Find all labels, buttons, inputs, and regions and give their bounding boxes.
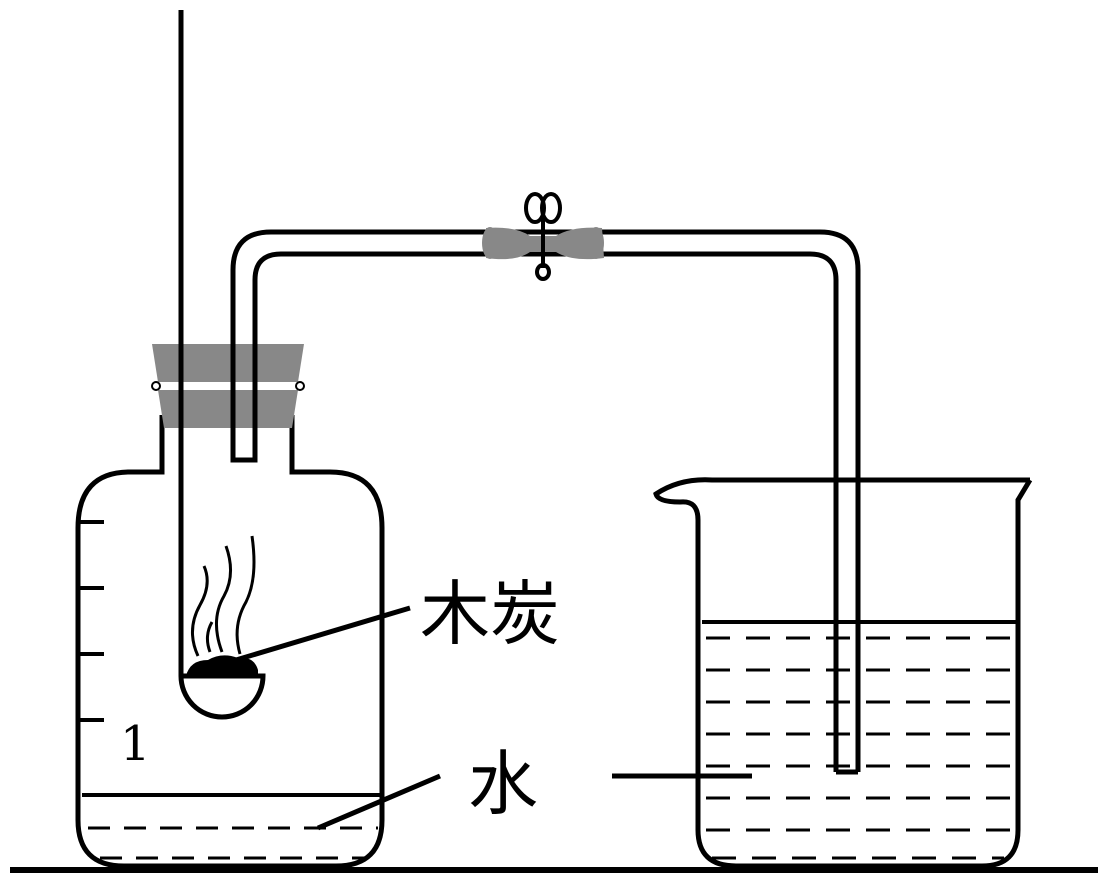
bottle-outline <box>75 415 385 869</box>
bottle-scale-ticks <box>80 520 104 722</box>
spring-clamp-icon <box>524 192 562 281</box>
combustion-spoon <box>178 10 266 720</box>
beaker-outline <box>653 477 1033 869</box>
water-label: 水 <box>468 743 538 825</box>
rubber-stopper <box>151 344 305 428</box>
scale-mark-label: 1 <box>120 716 151 772</box>
gas-bottle: 1 <box>75 415 385 869</box>
beaker-water <box>702 620 1016 860</box>
tube-bottle-end <box>230 428 258 463</box>
charcoal-label-group: 木炭 <box>235 573 560 663</box>
connecting-tube <box>230 229 861 775</box>
rubber-tube-clamp <box>482 192 604 281</box>
bottle-water <box>82 793 382 860</box>
water-label-group: 水 <box>317 743 752 831</box>
beaker <box>653 477 1033 869</box>
charcoal-label: 木炭 <box>420 573 560 655</box>
smoke-lines <box>191 535 256 657</box>
